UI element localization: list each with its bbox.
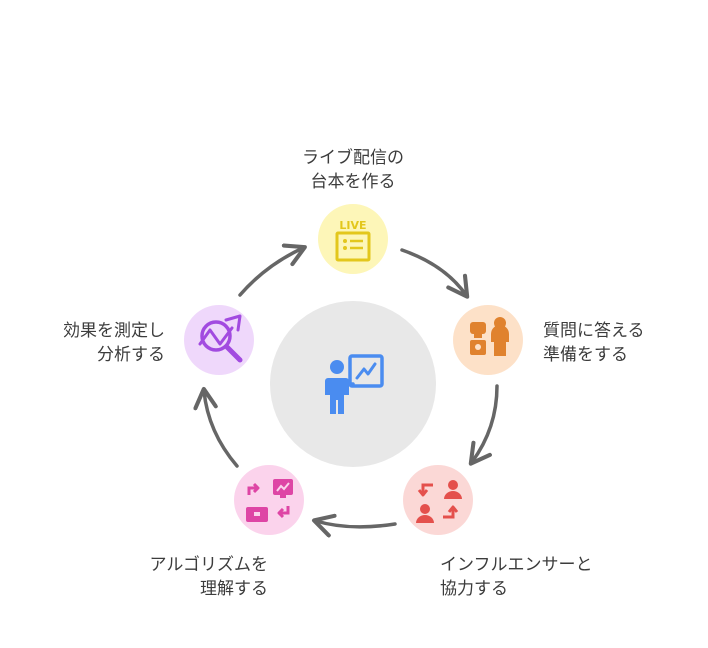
step-label-algorithm-line2: 理解する (200, 579, 268, 599)
step-label-influencer: インフルエンサーと 協力する (440, 553, 593, 601)
step-label-script-line2: 台本を作る (310, 172, 396, 192)
step-label-qa: 質問に答える 準備をする (543, 319, 645, 367)
step-label-qa-line1: 質問に答える (543, 321, 645, 341)
step-label-qa-line2: 準備をする (543, 345, 628, 365)
step-label-script: ライブ配信の 台本を作る (277, 146, 429, 194)
step-label-influencer-line2: 協力する (440, 579, 508, 599)
people-podium-icon (470, 317, 509, 356)
step-node-algorithm (234, 465, 304, 535)
cycle-arrows (193, 243, 499, 538)
step-node-script: LIVE (318, 204, 388, 274)
svg-text:LIVE: LIVE (339, 219, 366, 232)
step-label-influencer-line1: インフルエンサーと (440, 555, 593, 575)
arrow-qa-to-influencer (468, 384, 499, 466)
presenter-chart-icon (325, 354, 384, 414)
arrow-script-to-qa (400, 248, 470, 299)
analysis-magnifier-icon (198, 314, 243, 363)
step-node-qa (453, 305, 523, 375)
screens-sync-icon (246, 479, 293, 522)
step-label-measure: 効果を測定し 分析する (20, 319, 165, 367)
people-exchange-icon (416, 480, 462, 523)
step-node-influencer (403, 465, 473, 535)
step-label-script-line1: ライブ配信の (302, 148, 404, 168)
step-node-measure (184, 305, 254, 375)
step-label-measure-line1: 効果を測定し (63, 321, 165, 341)
arrow-measure-to-script (238, 243, 307, 297)
arrow-influencer-to-algorithm (311, 513, 397, 538)
step-label-algorithm-line1: アルゴリズムを (149, 555, 269, 575)
center-node (270, 301, 436, 467)
live-script-icon: LIVE (335, 219, 371, 262)
step-label-measure-line2: 分析する (97, 345, 165, 365)
arrow-algorithm-to-measure (193, 386, 239, 468)
step-label-algorithm: アルゴリズムを 理解する (108, 553, 269, 601)
